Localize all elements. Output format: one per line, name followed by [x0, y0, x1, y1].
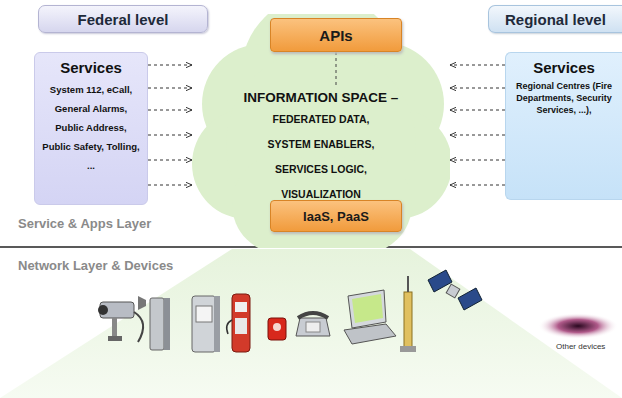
node-text: System 112, eCall, General Alarms, Publi… [41, 80, 141, 175]
terminal-icon [344, 290, 396, 344]
node-text: FEDERATED DATA, SYSTEM ENABLERS, SERVICE… [257, 107, 385, 207]
node-text: IaaS, PaaS [303, 209, 369, 224]
dashed-arrow [148, 110, 192, 111]
dashed-arrow [450, 135, 505, 136]
dashed-arrow [450, 110, 505, 111]
satellite-icon [428, 270, 482, 310]
dashed-arrow [450, 185, 505, 186]
level-tab: Regional level [488, 5, 622, 33]
dashed-arrow [148, 65, 192, 66]
platform-box: IaaS, PaaS [270, 200, 402, 232]
services-panel: ServicesSystem 112, eCall, General Alarm… [34, 52, 148, 205]
node-text: Regional level [505, 11, 606, 28]
api-box: APIs [270, 18, 402, 52]
dashed-arrow [148, 88, 192, 89]
node-text: Regional Centres (Fire Departments, Secu… [510, 80, 618, 116]
node-text: Services [533, 59, 595, 76]
sos-pillar-icon [227, 294, 250, 352]
dashed-arrow [148, 135, 192, 136]
layer-label: Service & Apps Layer [18, 216, 151, 231]
node-text: Federal level [78, 11, 169, 28]
speaker-pole-icon [138, 296, 170, 350]
layer-label: Network Layer & Devices [18, 258, 173, 273]
level-tab: Federal level [38, 5, 208, 33]
node-text: INFORMATION SPACE – [192, 90, 450, 105]
antenna-tower-icon [400, 276, 416, 352]
device-label: Other devices [556, 342, 605, 351]
dashed-arrow [148, 160, 192, 161]
camera-icon [98, 302, 143, 342]
node-text: APIs [319, 27, 352, 44]
coverage-area [0, 249, 622, 398]
dashed-arrow [450, 88, 505, 89]
dashed-arrow [148, 185, 192, 186]
dashed-arrow [450, 160, 505, 161]
information-space-cloud: INFORMATION SPACE – FEDERATED DATA, SYSTE… [192, 14, 450, 248]
telephone-icon [296, 313, 330, 336]
dashed-arrow [450, 65, 505, 66]
node-text: Services [60, 59, 122, 76]
alarm-box-icon [268, 318, 286, 340]
services-panel: ServicesRegional Centres (Fire Departmen… [505, 52, 622, 200]
other-devices-icon [538, 313, 618, 339]
kiosk-icon [192, 296, 220, 352]
